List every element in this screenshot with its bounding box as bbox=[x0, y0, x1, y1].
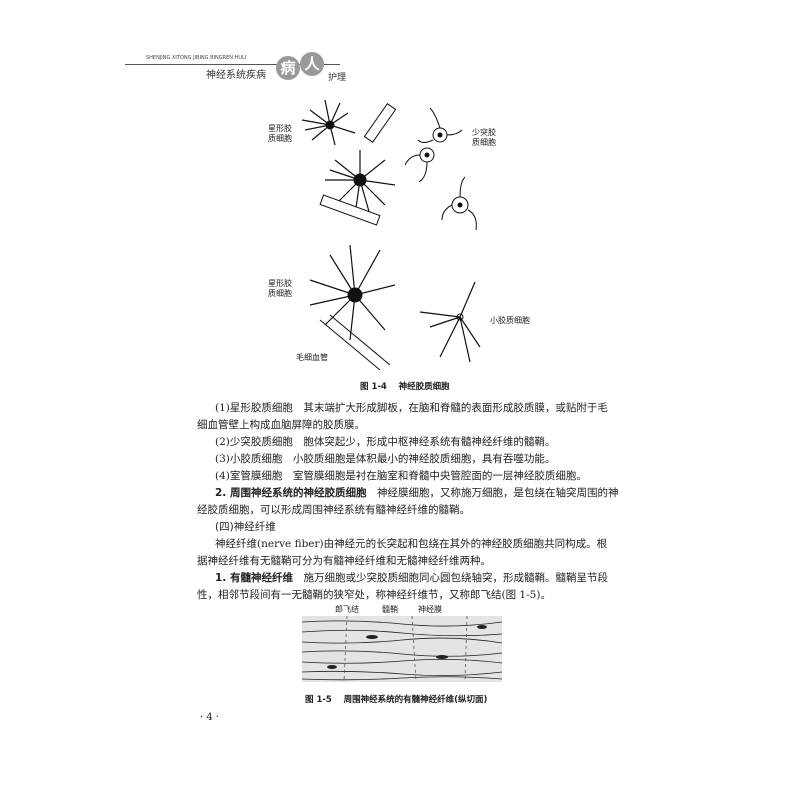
paragraph-schwann: 2. 周围神经系统的神经胶质细胞 神经膜细胞，又称施万细胞，是包绕在轴突周围的神 bbox=[197, 485, 618, 502]
paragraph-microglia: (3)小胶质细胞 小胶质细胞是体积最小的神经胶质细胞，具有吞噬功能。 bbox=[215, 453, 556, 465]
section-heading-nerve-fiber: (四)神经纤维 bbox=[215, 521, 276, 533]
paragraph-astrocyte: (1)星形胶质细胞 其末端扩大形成脚板，在脑和脊髓的表面形成胶质膜，或贴附于毛 bbox=[215, 402, 608, 414]
paragraph-nerve-fiber-cont: 据神经纤维有无髓鞘可分为有髓神经纤维和无髓神经纤维两种。 bbox=[197, 555, 491, 567]
label-myelin: 髓鞘 bbox=[382, 605, 398, 614]
header-logo-char: 病 bbox=[276, 56, 300, 80]
page-number: · 4 · bbox=[200, 712, 220, 723]
figure-1-5-illustration bbox=[302, 616, 502, 682]
label-microglia: 小胶质细胞 bbox=[490, 316, 530, 325]
label-astrocyte-top: 星形胶 质细胞 bbox=[268, 124, 292, 143]
label-node-of-ranvier: 郎飞结 bbox=[335, 605, 359, 614]
paragraph-text: 神经膜细胞，又称施万细胞，是包绕在轴突周围的神 bbox=[366, 487, 619, 499]
label-capillary: 毛细血管 bbox=[296, 353, 328, 362]
label-oligodendrocyte: 少突胶 质细胞 bbox=[472, 128, 496, 147]
paragraph-myelinated-cont: 性，相邻节段间有一无髓鞘的狭窄处，称神经纤维节，又称郎飞结(图 1-5)。 bbox=[197, 589, 551, 601]
paragraph-ependymal: (4)室管膜细胞 室管膜细胞是衬在脑室和脊髓中央管腔面的一层神经胶质细胞。 bbox=[215, 470, 587, 482]
paragraph-nerve-fiber: 神经纤维(nerve fiber)由神经元的长突起和包绕在其外的神经胶质细胞共同… bbox=[215, 538, 608, 550]
paragraph-schwann-cont: 经胶质细胞，可以形成周围神经系统有髓神经纤维的髓鞘。 bbox=[197, 504, 470, 516]
heading-pns-glia: 2. 周围神经系统的神经胶质细胞 bbox=[215, 487, 367, 499]
figure-1-4-caption: 图 1-4 神经胶质细胞 bbox=[360, 382, 450, 392]
header-rule bbox=[125, 64, 340, 65]
paragraph-oligodendrocyte: (2)少突胶质细胞 胞体突起少，形成中枢神经系统有髓神经纤维的髓鞘。 bbox=[215, 436, 556, 448]
paragraph-astrocyte-cont: 细血管壁上构成血脑屏障的胶质膜。 bbox=[197, 419, 365, 431]
paragraph-text: 施万细胞或少突胶质细胞同心圆包绕轴突，形成髓鞘。髓鞘呈节段 bbox=[292, 572, 608, 584]
header-title-suffix: 护理 bbox=[328, 73, 347, 83]
label-neurilemma: 神经膜 bbox=[418, 605, 442, 614]
figure-1-5-caption: 图 1-5 周围神经系统的有髓神经纤维(纵切面) bbox=[305, 695, 488, 705]
header-title: 神经系统疾病 bbox=[206, 70, 266, 81]
figure-1-4-illustration bbox=[301, 99, 481, 370]
label-astrocyte-bottom: 星形胶 质细胞 bbox=[268, 279, 292, 298]
heading-myelinated-fiber: 1. 有髓神经纤维 bbox=[215, 572, 293, 584]
paragraph-myelinated: 1. 有髓神经纤维 施万细胞或少突胶质细胞同心圆包绕轴突，形成髓鞘。髓鞘呈节段 bbox=[197, 570, 608, 587]
header-logo-char: 人 bbox=[300, 52, 324, 76]
header-pinyin: SHENJING XITONG JIBING BINGREN HULI bbox=[146, 55, 247, 61]
